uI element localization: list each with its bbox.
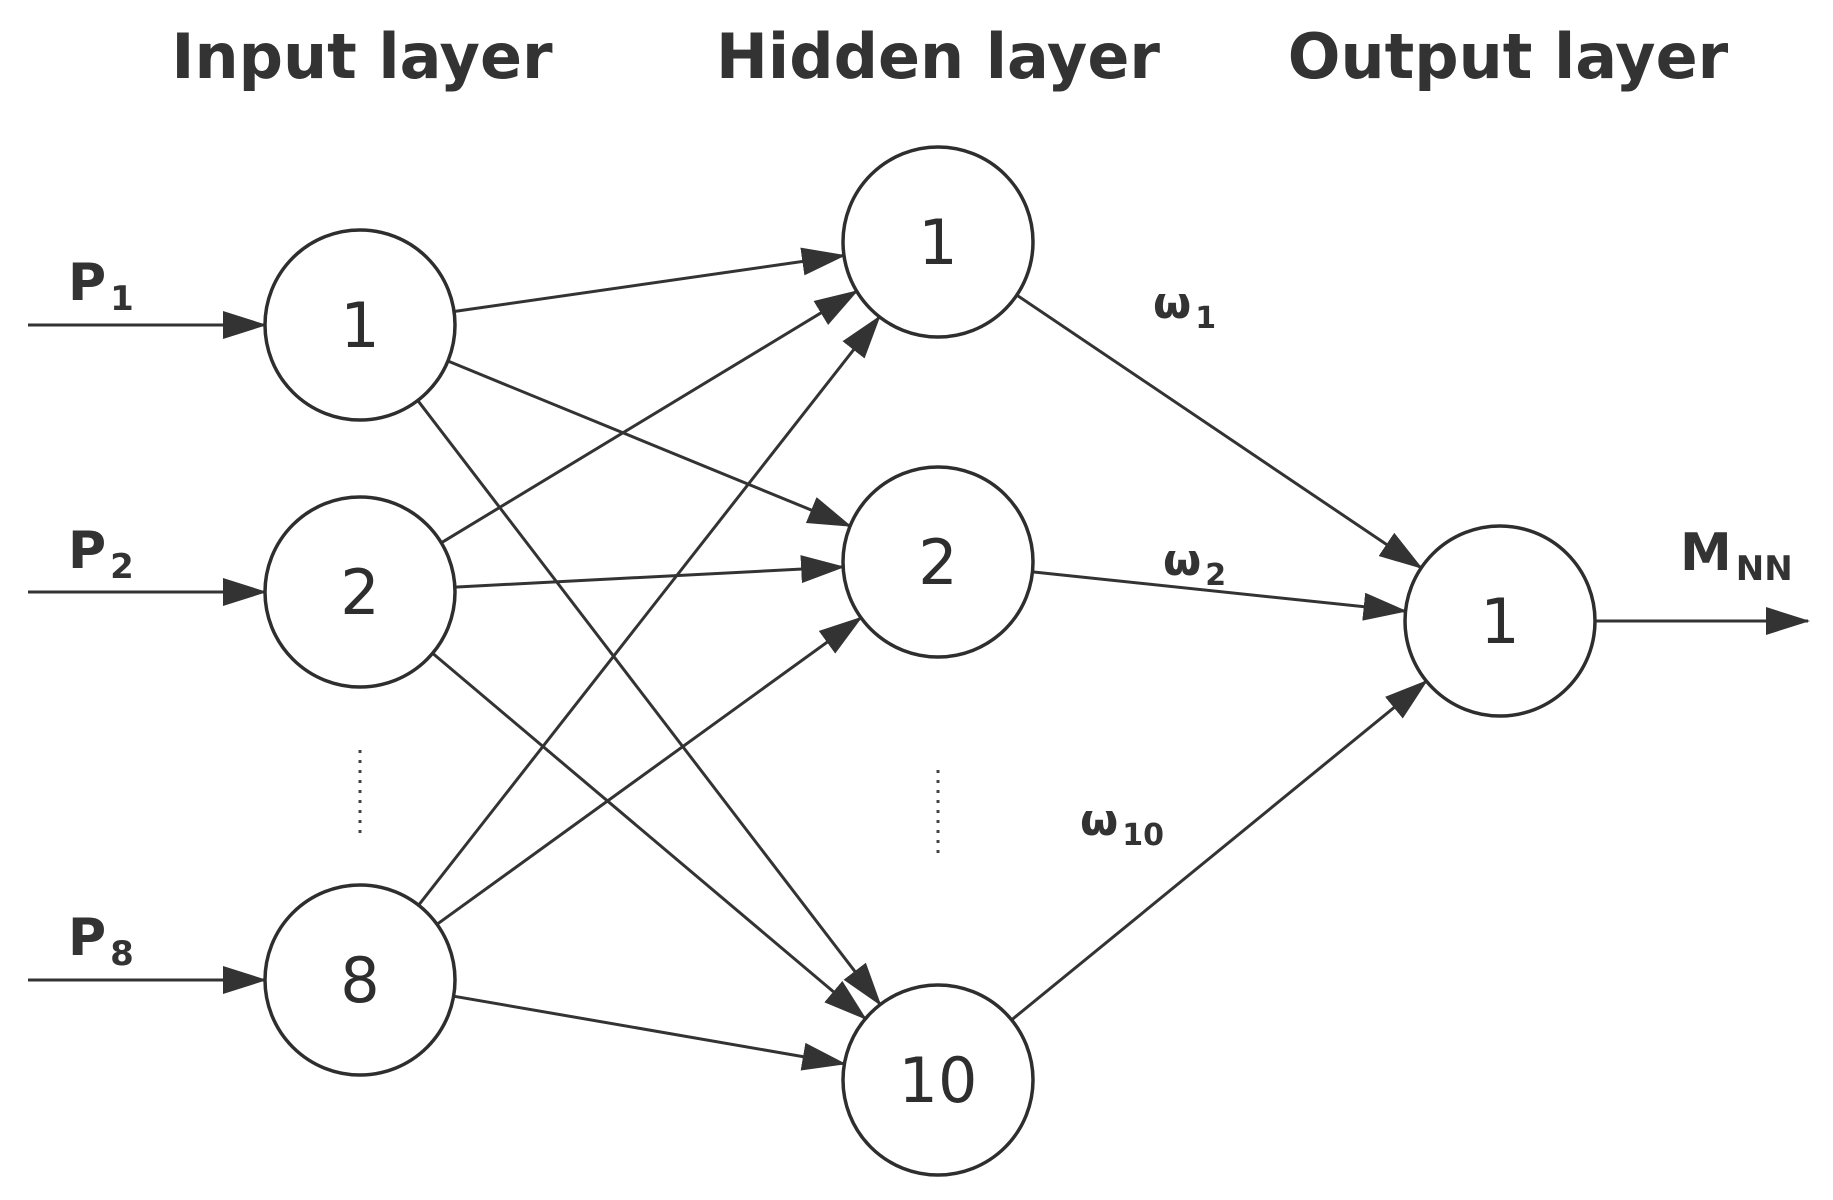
input-node-2-label: 2: [340, 556, 379, 629]
input-node-2: [263, 495, 457, 689]
connection-in1-h10: [416, 399, 882, 1007]
connection-in8-h2: [436, 616, 863, 926]
connection-in2-h2: [454, 555, 846, 589]
hidden-node-10-label: 10: [899, 1044, 978, 1117]
input-node-8-label: 8: [340, 944, 379, 1017]
input-node-8: [263, 883, 457, 1077]
output-node-1: [1403, 524, 1597, 718]
input-layer-title: Input layer: [171, 20, 553, 93]
connection-h2-out1: [1032, 570, 1408, 621]
connection-in1-h2: [447, 359, 852, 528]
connection-in1-h1: [453, 247, 846, 313]
input-arrows: [28, 311, 267, 994]
output-node-1-label: 1: [1480, 585, 1519, 658]
connection-in2-h1: [440, 289, 859, 545]
connections: [416, 247, 1428, 1071]
connection-in2-h10: [431, 652, 867, 1021]
hidden-node-10: [841, 983, 1035, 1177]
hidden-node-2: [841, 465, 1035, 659]
connection-h1-out1: [1015, 293, 1423, 570]
hidden-layer-title: Hidden layer: [716, 20, 1160, 93]
nodes: 1 2 8 1 2 10 1: [263, 145, 1597, 1177]
hidden-node-1: [841, 145, 1035, 339]
hidden-node-2-label: 2: [918, 526, 957, 599]
connection-h10-out1: [1010, 679, 1428, 1022]
connection-in8-h1: [417, 315, 881, 907]
output-layer-title: Output layer: [1288, 20, 1729, 93]
input-node-1-label: 1: [340, 289, 379, 362]
connection-in8-h10: [453, 994, 847, 1071]
input-node-1: [263, 228, 457, 422]
hidden-node-1-label: 1: [918, 206, 957, 279]
